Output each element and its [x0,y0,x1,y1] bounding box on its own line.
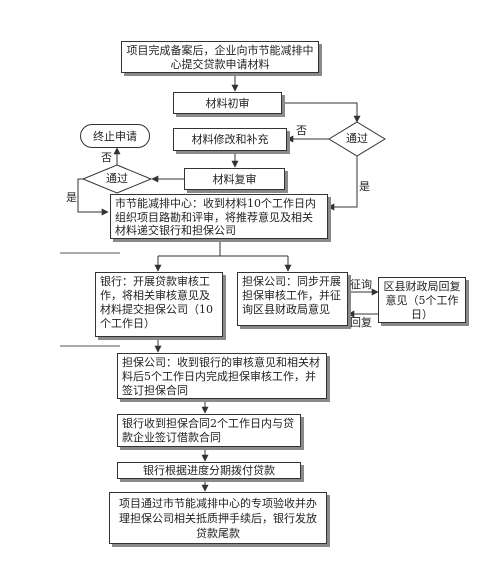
node-guarantor-review: 担保公司：同步开展担保审核工作，并征询区县财政局意见 [237,272,348,326]
decision-diamond-left [81,164,153,194]
arrow-decision-left-yes-to-center [77,178,109,216]
node-county-finance: 区县财政局回复意见（5个工作日） [378,277,466,323]
edge-label-reply: 回复 [350,316,372,329]
decision-diamond-right [328,121,386,157]
arrow-initial-to-decision [282,102,361,123]
node-bank-review: 银行：开展贷款审核工作，将相关审核意见及材料提交担保公司（10个工作日） [95,272,223,337]
edge-label-yes-left: 是 [66,191,77,204]
node-re-review: 材料复审 [184,168,285,190]
node-guarantor-contract: 担保公司：收到银行的审核意见和相关材料后5个工作日内完成担保审核工作，并签订担保… [117,353,327,399]
arrow-decision-yes-to-center [327,156,358,211]
edge-label-no-right: 否 [296,124,307,137]
node-installments: 银行根据进度分期拨付贷款 [117,462,301,479]
node-revise-supplement: 材料修改和补充 [173,128,287,151]
decision-left-label: 通过 [106,172,128,185]
node-project-filing: 项目完成备案后，企业向市节能减排中心提交贷款申请材料 [121,41,319,73]
edge-label-consult: 征询 [350,278,372,291]
edge-label-yes-right: 是 [359,180,370,193]
node-center-review: 市节能减排中心：收到材料10个工作日内组织项目路勘和评审，将推荐意见及相关材料递… [110,194,328,239]
node-initial-review: 材料初审 [173,92,282,114]
node-loan-contract: 银行收到担保合同2个工作日内与贷款企业签订借款合同 [117,414,301,447]
node-terminate: 终止申请 [80,124,150,148]
edge-label-no-left: 否 [101,151,112,164]
node-final-payment: 项目通过市节能减排中心的专项验收并办理担保公司相关抵质押手续后，银行发放贷款尾款 [109,492,327,544]
decision-right-label: 通过 [346,132,368,145]
